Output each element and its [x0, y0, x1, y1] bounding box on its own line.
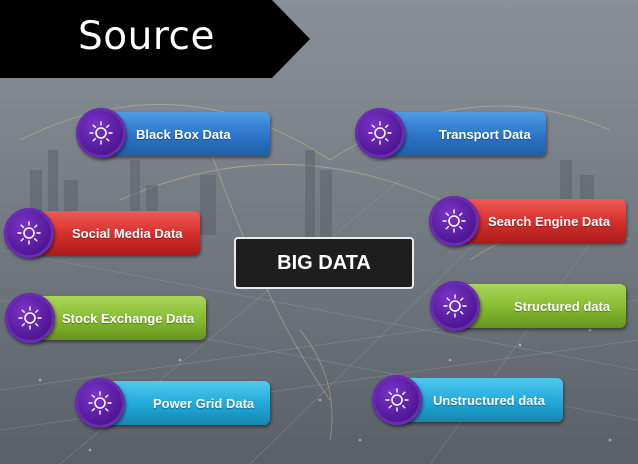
source-social-media-data: Social Media Data	[26, 211, 200, 255]
source-label: Black Box Data	[136, 126, 231, 142]
source-stock-exchange-data: Stock Exchange Data	[28, 296, 206, 340]
source-label: Transport Data	[439, 126, 531, 142]
sun-icon	[4, 208, 54, 258]
sun-icon	[5, 293, 55, 343]
source-search-engine-data: Search Engine Data	[452, 199, 626, 243]
source-transport-data: Transport Data	[377, 112, 546, 156]
source-unstructured-data: Unstructured data	[395, 378, 563, 422]
sun-icon	[372, 375, 422, 425]
source-label: Structured data	[514, 298, 611, 314]
sun-icon	[76, 108, 126, 158]
source-label: Power Grid Data	[153, 395, 255, 411]
sun-icon	[75, 378, 125, 428]
source-label: Unstructured data	[433, 392, 545, 408]
source-black-box-data: Black Box Data	[98, 112, 270, 156]
source-label: Social Media Data	[72, 225, 183, 241]
center-label: BIG DATA	[277, 251, 371, 274]
big-data-center-box: BIG DATA	[234, 237, 414, 289]
sun-icon	[430, 281, 480, 331]
source-label: Stock Exchange Data	[62, 310, 195, 326]
title-banner: Source	[0, 0, 310, 78]
source-label: Search Engine Data	[488, 213, 611, 229]
sun-icon	[429, 196, 479, 246]
sun-icon	[355, 108, 405, 158]
source-power-grid-data: Power Grid Data	[98, 381, 270, 425]
source-structured-data: Structured data	[453, 284, 626, 328]
slide-title: Source	[78, 14, 215, 59]
